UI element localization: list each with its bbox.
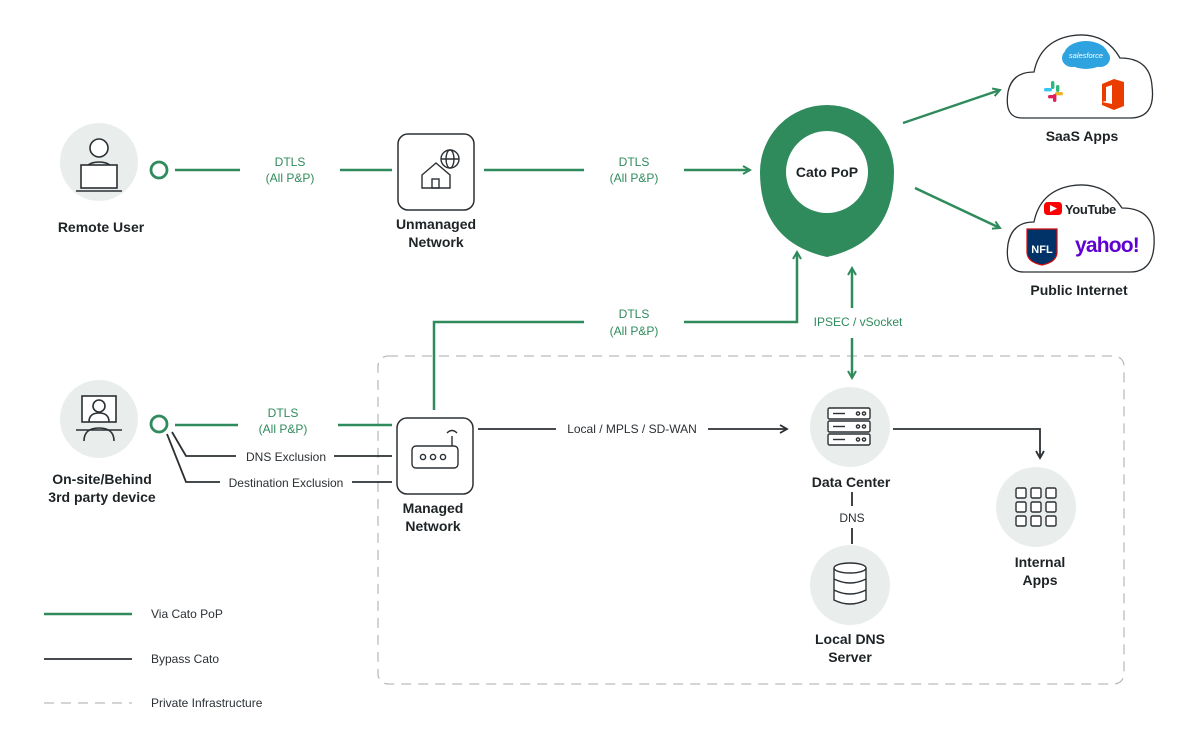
server-rack-icon — [827, 407, 871, 446]
svg-text:DTLS: DTLS — [619, 155, 650, 169]
svg-text:Via Cato PoP: Via Cato PoP — [151, 607, 223, 621]
app-grid-icon — [1015, 487, 1057, 527]
local-dns-server-node: Local DNS Server — [810, 545, 890, 665]
managed-network-node: Managed Network — [396, 417, 474, 534]
nfl-logo: NFL — [1026, 228, 1058, 266]
legend-bypass-cato: Bypass Cato — [44, 652, 219, 666]
yahoo-logo: yahoo! — [1075, 234, 1139, 257]
public-internet-node: YouTube NFL yahoo! Public Internet — [1006, 184, 1155, 298]
salesforce-logo: salesforce — [1062, 41, 1110, 69]
svg-text:salesforce: salesforce — [1069, 51, 1103, 60]
database-icon — [833, 562, 867, 605]
office-logo-icon — [1102, 79, 1124, 110]
remote-user-node: Remote User — [58, 123, 169, 235]
svg-text:(All P&P): (All P&P) — [610, 171, 659, 185]
svg-text:Cato PoP: Cato PoP — [796, 164, 858, 180]
user-laptop-icon — [76, 138, 122, 192]
svg-text:(All P&P): (All P&P) — [266, 171, 315, 185]
svg-text:Public Internet: Public Internet — [1030, 282, 1128, 298]
desktop-user-icon — [76, 395, 122, 442]
svg-text:(All P&P): (All P&P) — [259, 422, 308, 436]
label-managed-dtls: DTLS (All P&P) — [584, 305, 684, 341]
svg-text:Destination Exclusion: Destination Exclusion — [229, 476, 344, 490]
label-dns-exclusion: DNS Exclusion — [236, 448, 334, 466]
edge-cato-to-saas — [902, 90, 1000, 125]
svg-text:SaaS Apps: SaaS Apps — [1046, 128, 1119, 144]
svg-text:Internal: Internal — [1015, 554, 1066, 570]
slack-logo-icon — [1044, 81, 1063, 102]
legend-via-cato: Via Cato PoP — [44, 607, 223, 621]
svg-text:Local / MPLS / SD-WAN: Local / MPLS / SD-WAN — [567, 422, 697, 436]
svg-text:Server: Server — [828, 649, 872, 665]
router-icon — [411, 429, 459, 469]
svg-text:DNS Exclusion: DNS Exclusion — [246, 450, 326, 464]
label-unmanaged-dtls: DTLS (All P&P) — [584, 152, 684, 188]
edge-datacenter-to-internal-apps — [893, 428, 1045, 460]
edge-cato-to-internet — [914, 186, 1000, 228]
label-onsite-dtls: DTLS (All P&P) — [238, 405, 338, 441]
svg-text:NFL: NFL — [1031, 244, 1053, 256]
svg-text:On-site/Behind: On-site/Behind — [52, 471, 152, 487]
svg-text:Managed: Managed — [403, 500, 464, 516]
saas-apps-node: salesforce SaaS Apps — [1006, 34, 1154, 144]
svg-text:DTLS: DTLS — [268, 406, 299, 420]
svg-text:DTLS: DTLS — [619, 307, 650, 321]
svg-text:Bypass Cato: Bypass Cato — [151, 652, 219, 666]
youtube-logo: YouTube — [1044, 202, 1116, 217]
svg-text:YouTube: YouTube — [1065, 202, 1116, 217]
onsite-user-node: On-site/Behind 3rd party device — [48, 380, 169, 505]
home-globe-icon — [421, 149, 460, 189]
svg-text:DTLS: DTLS — [275, 155, 306, 169]
cato-pop-node: Cato PoP — [760, 105, 894, 257]
remote-user-port — [149, 160, 169, 180]
data-center-node: Data Center — [810, 387, 891, 490]
svg-text:3rd party device: 3rd party device — [48, 489, 156, 505]
label-remote-dtls: DTLS (All P&P) — [240, 152, 340, 188]
svg-text:Local DNS: Local DNS — [815, 631, 885, 647]
svg-text:(All P&P): (All P&P) — [610, 324, 659, 338]
legend-private-infrastructure: Private Infrastructure — [44, 696, 263, 710]
legend: Via Cato PoP Bypass Cato Private Infrast… — [44, 607, 263, 710]
label-dns: DNS — [839, 511, 864, 525]
svg-text:Unmanaged: Unmanaged — [396, 216, 476, 232]
internal-apps-node: Internal Apps — [996, 467, 1076, 588]
svg-text:Private Infrastructure: Private Infrastructure — [151, 696, 263, 710]
label-local-mpls: Local / MPLS / SD-WAN — [556, 420, 708, 438]
private-infrastructure-box — [377, 355, 1125, 685]
onsite-user-port — [149, 414, 169, 434]
svg-text:Network: Network — [408, 234, 463, 250]
svg-text:Network: Network — [405, 518, 460, 534]
svg-text:Remote User: Remote User — [58, 219, 145, 235]
label-ipsec: IPSEC / vSocket — [808, 312, 908, 332]
unmanaged-network-node: Unmanaged Network — [396, 133, 476, 250]
svg-text:Apps: Apps — [1023, 572, 1058, 588]
label-destination-exclusion: Destination Exclusion — [220, 474, 352, 492]
svg-text:Data Center: Data Center — [812, 474, 891, 490]
svg-text:IPSEC / vSocket: IPSEC / vSocket — [814, 315, 903, 329]
